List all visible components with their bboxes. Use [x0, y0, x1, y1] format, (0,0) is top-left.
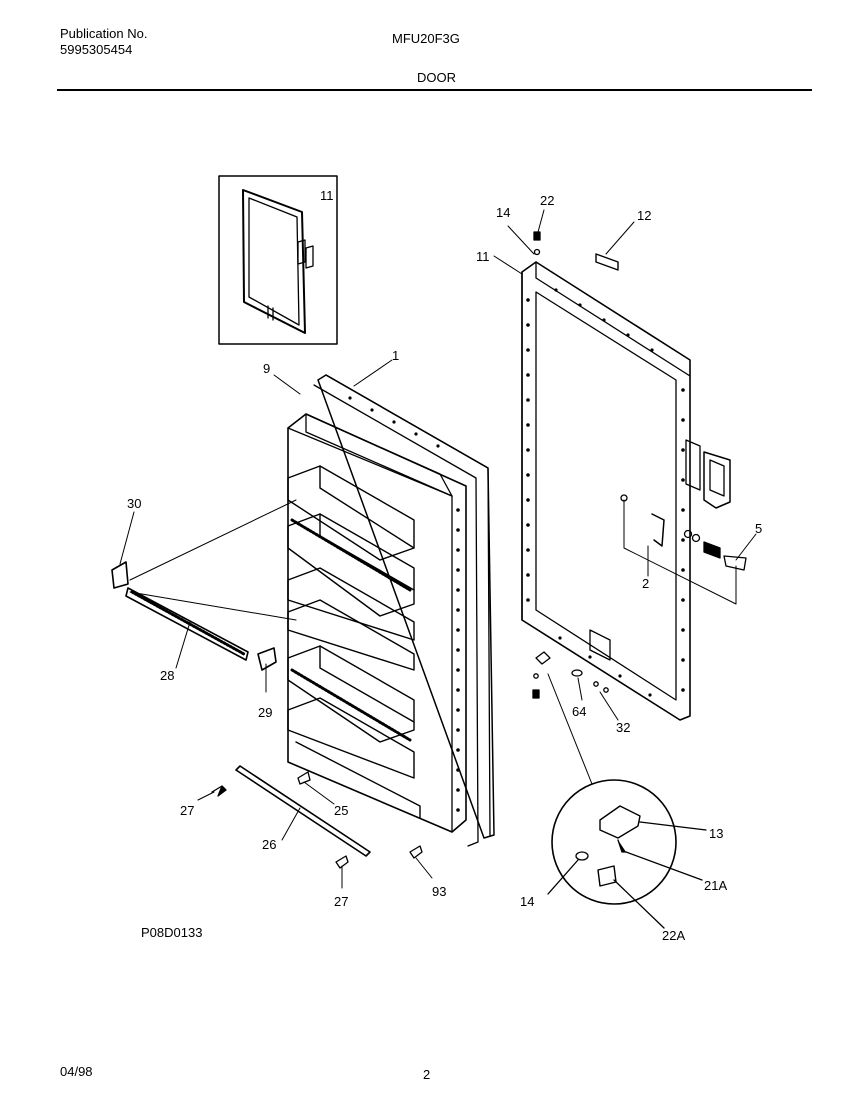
- callout-gasket: 9: [263, 361, 270, 376]
- hinge-detail-circle: [547, 779, 707, 929]
- callout-screw-center: 25: [334, 803, 348, 818]
- callout-liner: 1: [392, 348, 399, 363]
- door-liner: [287, 374, 495, 847]
- footer-date: 04/98: [60, 1064, 93, 1079]
- callout-rail-clip-lower: 29: [258, 705, 272, 720]
- callout-screw-bottom: 27: [334, 894, 348, 909]
- footer-page-number: 2: [423, 1067, 431, 1082]
- publication-number: 5995305454: [60, 42, 133, 57]
- callout-screw-left: 27: [180, 803, 194, 818]
- callout-handle-kit: 2: [642, 576, 649, 591]
- callout-hinge-pin: 21A: [704, 878, 727, 893]
- inset-gasket-detail: [218, 175, 338, 345]
- callout-nameplate: 12: [637, 208, 651, 223]
- publication-label: Publication No.: [60, 26, 148, 41]
- callout-detail-bushing: 22A: [662, 928, 685, 943]
- callout-rail-clip: 30: [127, 496, 141, 511]
- callout-handle: 5: [755, 521, 762, 536]
- callout-door-washer: 14: [496, 205, 510, 220]
- callout-screw-right: 93: [432, 884, 446, 899]
- callout-bottom-rail: 26: [262, 837, 276, 852]
- callout-door-bushing: 22: [540, 193, 554, 208]
- callout-detail-washer: 14: [520, 894, 534, 909]
- header-rule: [57, 89, 812, 91]
- callout-inset-gasket: 11: [320, 188, 334, 203]
- callout-door-panel: 11: [476, 249, 490, 264]
- callout-screws-bottom: 32: [616, 720, 630, 735]
- callout-washer-bottom: 64: [572, 704, 586, 719]
- callout-hinge-bracket: 13: [709, 826, 723, 841]
- section-title: DOOR: [417, 70, 456, 85]
- model-number: MFU20F3G: [392, 31, 460, 46]
- rail-parts: [111, 561, 423, 869]
- drawing-id: P08D0133: [141, 925, 202, 940]
- callout-rail: 28: [160, 668, 174, 683]
- leader-lines: [119, 209, 757, 889]
- lower-hinge-parts: [532, 651, 609, 699]
- door-panel: [521, 231, 747, 721]
